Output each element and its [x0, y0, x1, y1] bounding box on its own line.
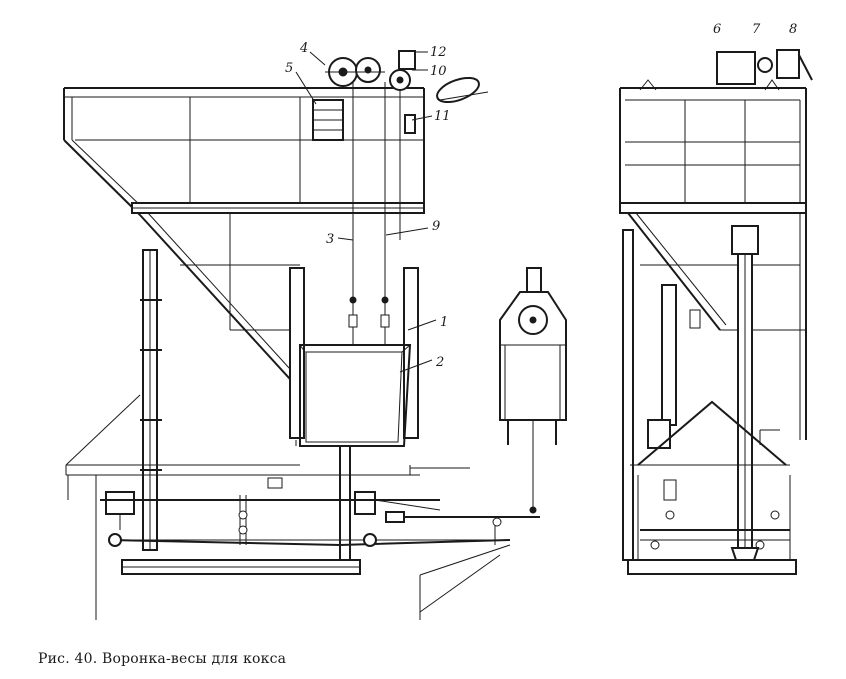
- suspension-rods: [348, 82, 401, 345]
- scale-head: [499, 267, 567, 514]
- label-4: 4: [299, 41, 308, 56]
- label-12: 12: [430, 45, 447, 60]
- support-column: [140, 249, 162, 551]
- platform-beam: [131, 202, 425, 214]
- callout-leaders: [295, 51, 437, 373]
- right-columns: [622, 225, 759, 561]
- right-view: [619, 49, 813, 575]
- label-11: 11: [434, 109, 451, 124]
- label-9: 9: [432, 219, 440, 234]
- label-1: 1: [440, 315, 448, 330]
- right-slope: [627, 212, 806, 331]
- lower-cone: [65, 394, 511, 620]
- left-view: [63, 50, 540, 620]
- top-winch: [312, 50, 489, 141]
- right-top-drive: [639, 49, 813, 91]
- lever-mechanism: [100, 446, 540, 560]
- weigh-hopper: [289, 267, 419, 447]
- label-8: 8: [789, 22, 797, 37]
- label-5: 5: [285, 61, 293, 76]
- right-lever: [627, 479, 797, 575]
- label-3: 3: [326, 232, 334, 247]
- right-lower-cone: [630, 400, 791, 560]
- figure-caption: Рис. 40. Воронка-весы для кокса: [38, 651, 287, 667]
- label-2: 2: [435, 355, 444, 370]
- base-platform: [121, 559, 361, 575]
- hopper-upper-box: [63, 87, 425, 216]
- right-upper-box: [619, 87, 807, 440]
- label-7: 7: [752, 22, 761, 37]
- bunker-slope: [139, 212, 301, 391]
- label-10: 10: [430, 64, 447, 79]
- label-6: 6: [713, 22, 721, 37]
